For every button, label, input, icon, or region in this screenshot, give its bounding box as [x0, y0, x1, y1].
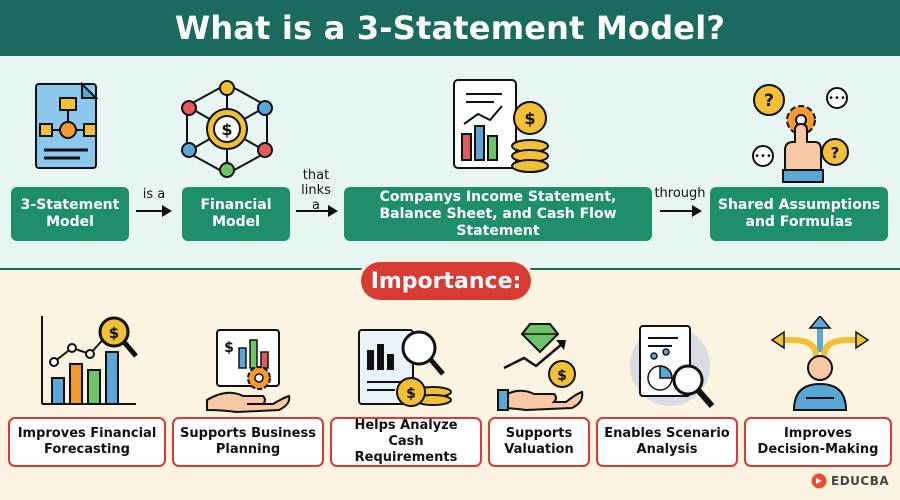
connector-label-is-a: is a	[142, 187, 166, 202]
importance-item-business-planning: Supports Business Planning	[172, 417, 324, 467]
svg-text:$: $	[109, 324, 119, 342]
flow-arrow	[136, 205, 172, 217]
connector-label-through: through	[654, 186, 706, 201]
page-title: What is a 3-Statement Model?	[174, 9, 726, 47]
importance-item-forecasting: Improves Financial Forecasting	[8, 417, 166, 467]
brand-logo: EDUCBA	[811, 473, 889, 489]
svg-text:•••: •••	[754, 151, 772, 162]
idea-gears-hand-icon: ? ? ••• •••	[752, 84, 849, 183]
scenario-analysis-icon	[630, 325, 715, 408]
flow-arrow	[660, 205, 702, 217]
importance-item-decision-making: Improves Decision-Making	[744, 417, 892, 467]
flow-box-three-statements: Companys Income Statement, Balance Sheet…	[344, 187, 652, 241]
importance-item-valuation: Supports Valuation	[488, 417, 590, 467]
svg-text:$: $	[524, 109, 535, 128]
valuation-diamond-icon: $	[497, 323, 584, 412]
flow-arrow	[296, 205, 338, 217]
svg-text:$: $	[406, 386, 416, 402]
svg-text:?: ?	[831, 144, 840, 162]
dollar-network-icon: $	[181, 80, 273, 178]
flow-box-financial-model: Financial Model	[182, 187, 290, 241]
importance-item-cash-requirements: Helps Analyze Cash Requirements	[330, 417, 482, 467]
flow-box-3-statement-model: 3-Statement Model	[11, 187, 129, 241]
financial-report-coins-icon: $	[453, 79, 549, 173]
importance-item-scenario-analysis: Enables Scenario Analysis	[596, 417, 738, 467]
flow-box-shared-assumptions: Shared Assumptions and Formulas	[710, 187, 888, 241]
educba-logo-icon	[811, 473, 827, 489]
title-bar: What is a 3-Statement Model?	[0, 0, 900, 56]
svg-text:$: $	[557, 368, 567, 384]
importance-heading: Importance:	[361, 262, 531, 300]
svg-text:$: $	[221, 120, 232, 139]
brand-name: EDUCBA	[831, 474, 890, 488]
growth-chart-magnifier-icon: $	[41, 316, 138, 405]
svg-text:?: ?	[764, 91, 774, 111]
flowchart-document-icon	[35, 81, 99, 169]
cash-analysis-icon: $	[358, 329, 452, 407]
decision-arrows-icon	[770, 316, 870, 411]
svg-text:•••: •••	[828, 93, 846, 104]
svg-text:$: $	[224, 340, 234, 356]
business-plan-hand-icon: $	[206, 329, 291, 414]
connector-label-that-links-a: that links a	[301, 168, 331, 213]
